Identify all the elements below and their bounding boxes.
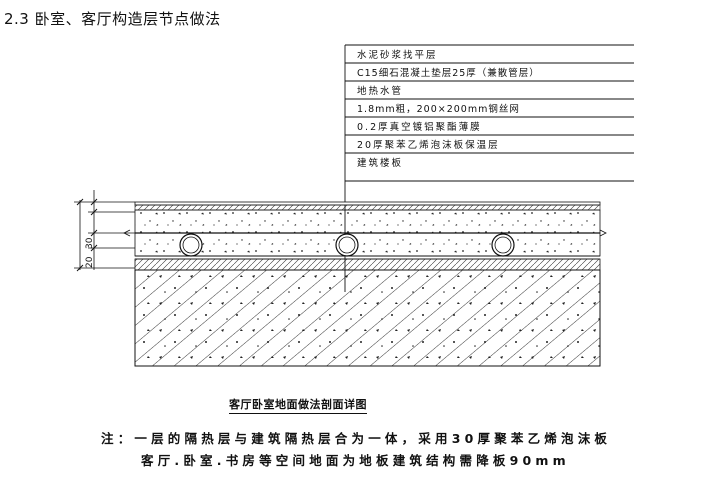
layer-label-7: 建筑楼板 <box>357 157 403 169</box>
layer-label-6: 20厚聚苯乙烯泡沫板保温层 <box>357 139 500 151</box>
layer-label-4: 1.8mm粗，200×200mm钢丝网 <box>357 103 520 115</box>
layer-label-5: 0.2厚真空镀铝聚酯薄膜 <box>357 121 482 133</box>
note-line-2: 客厅.卧室.书房等空间地面为地板建筑结构需降板90mm <box>141 453 570 468</box>
heating-pipe <box>491 233 515 257</box>
dimension-30: 30 <box>85 237 95 249</box>
layer-label-1: 水泥砂浆找平层 <box>357 49 438 61</box>
heating-pipe <box>335 233 359 257</box>
dimension-lines: 30 20 <box>74 190 135 272</box>
layer-label-2: C15细石混凝土垫层25厚（兼散管层） <box>357 67 540 79</box>
section-heading: 2.3 卧室、客厅构造层节点做法 <box>4 10 221 28</box>
layer-label-3: 地热水管 <box>357 85 403 97</box>
layer-label-table: 水泥砂浆找平层 C15细石混凝土垫层25厚（兼散管层） 地热水管 1.8mm粗，… <box>344 44 634 292</box>
floor-section <box>123 201 607 367</box>
drawing-caption: 客厅卧室地面做法剖面详图 <box>229 396 367 414</box>
note-line-1: 注：一层的隔热层与建筑隔热层合为一体，采用30厚聚苯乙烯泡沫板 <box>101 431 612 446</box>
dimension-20: 20 <box>85 256 95 268</box>
heating-pipe <box>179 233 203 257</box>
